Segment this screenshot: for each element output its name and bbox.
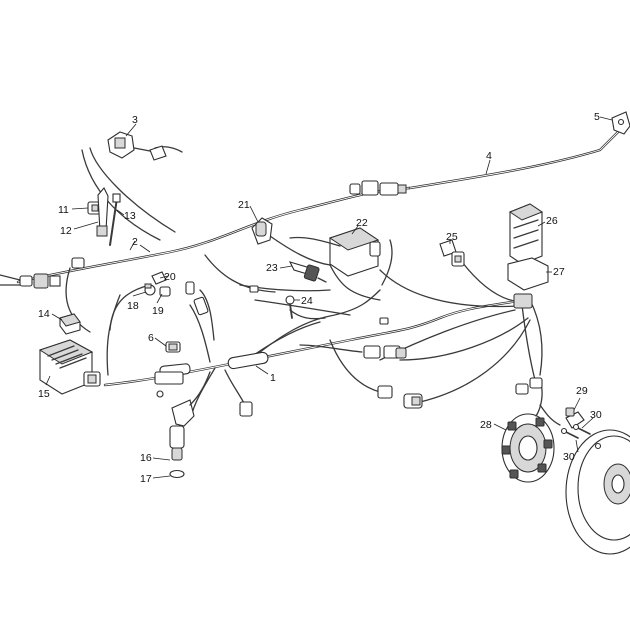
label-part-2: 2 — [132, 236, 138, 248]
stator-coils — [501, 417, 553, 479]
part-15-voltage-regulator — [38, 339, 101, 395]
label-part-27: 27 — [553, 266, 565, 278]
label-part-3: 3 — [132, 114, 138, 126]
part-26-control-unit — [508, 203, 544, 265]
label-part-23: 23 — [266, 262, 278, 274]
left-connectors — [19, 273, 61, 289]
label-part-4: 4 — [486, 150, 492, 162]
label-part-1: 1 — [270, 372, 276, 384]
leader-lines — [45, 116, 613, 479]
part-12-switch — [96, 187, 109, 237]
label-part-11: 11 — [58, 204, 69, 216]
label-part-12: 12 — [60, 225, 72, 237]
part-19-connector — [159, 286, 171, 297]
part-labels: 1 2 3 4 5 6 11 12 13 14 15 16 17 18 19 2… — [38, 111, 602, 485]
part-23-spark-plug — [288, 261, 327, 283]
label-part-26: 26 — [546, 215, 558, 227]
label-part-24: 24 — [301, 295, 313, 307]
label-part-25: 25 — [446, 231, 458, 243]
part-29-pickup — [539, 404, 585, 429]
part-22-ignition-coil — [289, 227, 381, 277]
label-part-21: 21 — [238, 199, 250, 211]
label-part-17: 17 — [140, 473, 152, 485]
label-part-19: 19 — [152, 305, 164, 317]
inline-connectors — [71, 257, 423, 417]
part-21-plug-cap — [251, 217, 273, 245]
label-part-5: 5 — [594, 111, 600, 123]
part-18-connector — [144, 283, 156, 296]
part-17-o-ring — [169, 469, 185, 479]
part-6-fuse — [165, 341, 181, 353]
part-3-handlebar-switch — [107, 131, 183, 161]
label-part-30-lower: 30 — [563, 451, 575, 463]
part-24-bolt — [285, 295, 295, 319]
label-part-18: 18 — [127, 300, 139, 312]
part-25-sensor — [439, 239, 465, 267]
flywheel-rotor — [565, 429, 630, 555]
label-part-14: 14 — [38, 308, 50, 320]
main-harness — [103, 235, 543, 421]
part-14-block — [59, 313, 81, 335]
part-20-clip — [151, 271, 167, 285]
part-28-stator — [501, 377, 555, 483]
part-16-sensor — [169, 371, 211, 461]
label-part-29: 29 — [576, 385, 588, 397]
label-part-13: 13 — [124, 210, 136, 222]
part-13-sensor — [109, 193, 121, 246]
part-5-bracket — [611, 111, 630, 135]
part-27-mount — [507, 257, 549, 309]
label-part-6: 6 — [148, 332, 154, 344]
front-harness — [0, 128, 622, 333]
label-part-20: 20 — [164, 271, 176, 283]
label-part-22: 22 — [356, 217, 368, 229]
label-part-15: 15 — [38, 388, 50, 400]
part-30-screws — [560, 423, 591, 439]
harness-connector — [349, 180, 407, 196]
label-part-28: 28 — [480, 419, 492, 431]
label-part-30-upper: 30 — [590, 409, 602, 421]
label-part-16: 16 — [140, 452, 152, 464]
